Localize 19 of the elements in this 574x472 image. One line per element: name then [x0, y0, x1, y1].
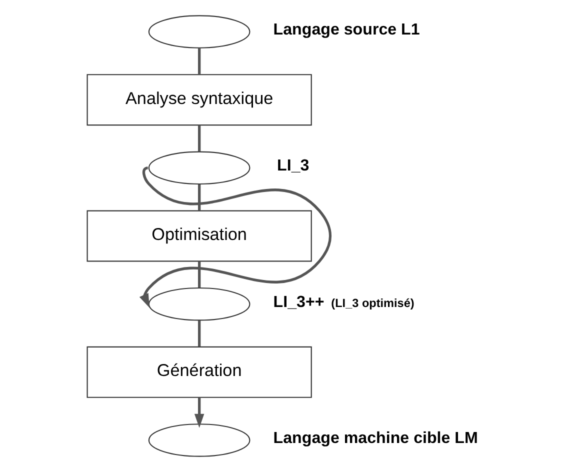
node-box: Optimisation [86, 210, 312, 262]
node-label: LI_3 [276, 156, 309, 175]
node-box: Génération [86, 346, 312, 398]
node-label: Langage machine cible LM [272, 428, 478, 447]
arrow [194, 397, 204, 428]
connector [197, 48, 200, 74]
connector [197, 261, 200, 288]
node-ellipse [148, 15, 250, 48]
node-label: LI_3++ [272, 293, 324, 312]
arrow [138, 166, 332, 308]
node-ellipse [148, 151, 250, 185]
node-box: Analyse syntaxique [86, 74, 312, 126]
connector [197, 320, 200, 347]
node-label: Langage source L1 [272, 20, 420, 38]
node-label: (LI_3 optimisé) [330, 297, 414, 310]
node-ellipse [148, 424, 250, 457]
connector [197, 184, 200, 210]
node-ellipse [148, 287, 250, 321]
connector [197, 125, 200, 152]
